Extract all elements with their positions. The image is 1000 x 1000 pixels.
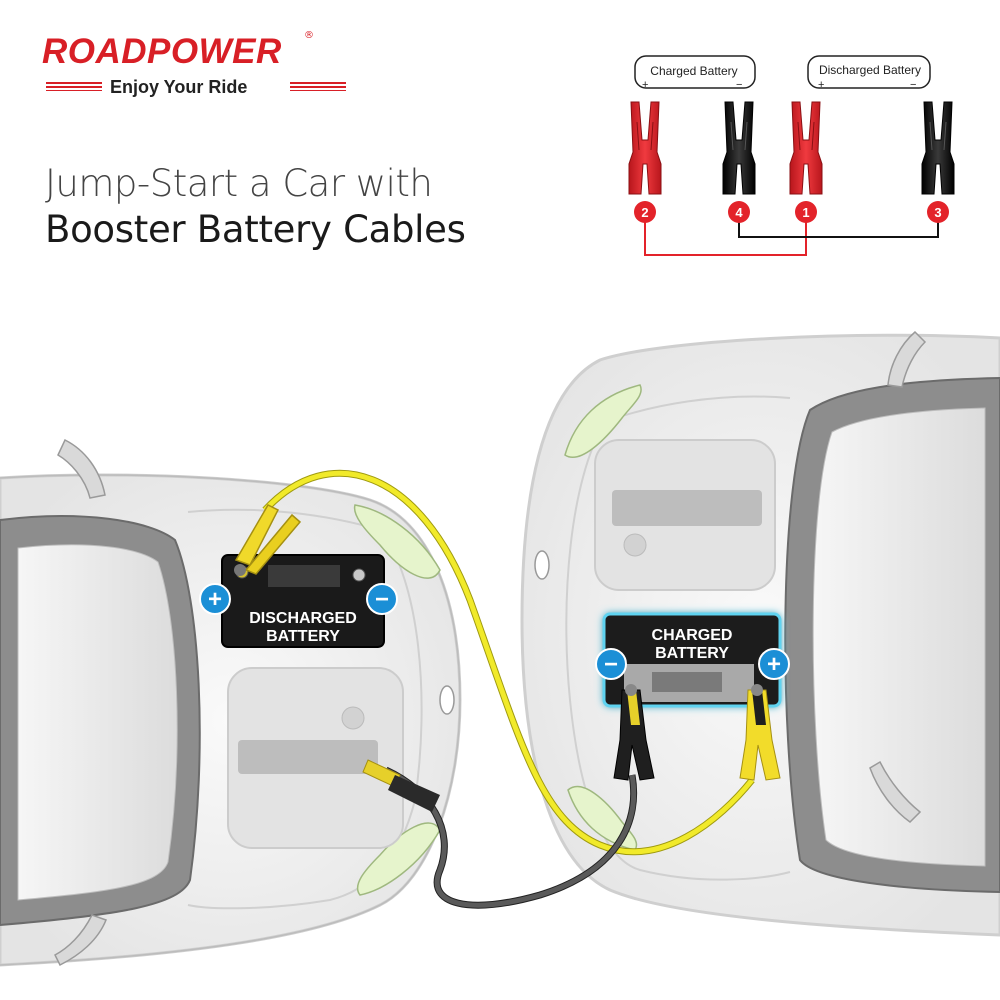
charged-battery-text-1: CHARGED [652, 627, 733, 644]
charged-positive-marker: + [758, 648, 790, 680]
discharged-battery: DISCHARGED BATTERY [221, 554, 385, 648]
red-clamp-discharged [789, 101, 823, 195]
step-badge-3: 3 [927, 201, 949, 223]
step-number-4: 4 [735, 205, 743, 220]
step-badge-4: 4 [728, 201, 750, 223]
registered-mark: ® [304, 30, 314, 41]
black-clamp-ground [362, 759, 440, 812]
step-number-2: 2 [641, 205, 648, 220]
black-clamp-charged [722, 101, 756, 195]
black-clamp-charged-battery [613, 684, 655, 781]
negative-symbol: − [604, 651, 618, 678]
yellow-positive-cable [263, 470, 754, 855]
discharged-battery-text-1: DISCHARGED [249, 610, 357, 627]
charged-minus: − [736, 79, 742, 91]
discharged-battery-label: Discharged Battery [819, 63, 921, 77]
positive-symbol: + [767, 651, 781, 678]
charged-negative-marker: − [595, 648, 627, 680]
jumper-cables [262, 469, 755, 909]
connection-order-legend: Charged Battery + − Discharged Battery +… [628, 55, 955, 256]
step-number-1: 1 [802, 205, 809, 220]
black-negative-cable [384, 767, 637, 908]
brand-name: ROADPOWER [42, 32, 282, 71]
positive-symbol: + [208, 586, 222, 613]
step-badge-2: 2 [634, 201, 656, 223]
yellow-clamp-discharged [234, 504, 302, 576]
discharged-minus: − [910, 79, 916, 91]
yellow-clamp-charged-battery [739, 684, 781, 781]
red-clamp-charged [628, 101, 662, 195]
discharged-negative-marker: − [366, 583, 398, 615]
page-title-line2: Booster Battery Cables [45, 208, 466, 251]
discharged-battery-box [807, 55, 931, 89]
step-badge-1: 1 [795, 201, 817, 223]
charged-plus: + [642, 79, 648, 91]
black-connector-line [738, 222, 939, 238]
step-number-3: 3 [934, 205, 941, 220]
red-connector-line [644, 222, 807, 256]
brand-stripes-right [290, 82, 346, 91]
brand-stripes-left [46, 82, 102, 91]
brand-logo: ROADPOWER ® Enjoy Your Ride [42, 30, 346, 102]
page-title-line1: Jump-Start a Car with [45, 162, 433, 205]
discharged-plus: + [818, 79, 824, 91]
charged-battery-label: Charged Battery [650, 64, 737, 78]
black-clamp-discharged [921, 101, 955, 195]
brand-tagline: Enjoy Your Ride [110, 77, 248, 97]
left-car [0, 438, 462, 967]
charged-battery-box [634, 55, 756, 89]
discharged-battery-text-2: BATTERY [266, 628, 340, 645]
discharged-positive-marker: + [199, 583, 231, 615]
negative-symbol: − [375, 586, 389, 613]
charged-battery-text-2: BATTERY [655, 645, 729, 662]
